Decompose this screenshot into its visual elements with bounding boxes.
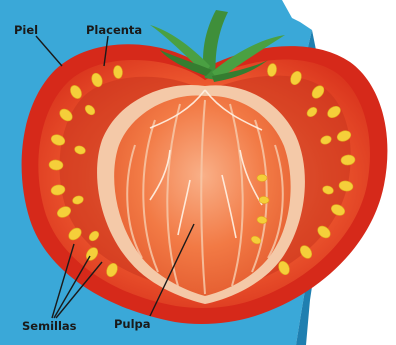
label-piel: Piel (14, 23, 38, 37)
label-placenta: Placenta (86, 23, 142, 37)
label-pulpa: Pulpa (114, 317, 151, 331)
label-semillas: Semillas (22, 319, 77, 333)
